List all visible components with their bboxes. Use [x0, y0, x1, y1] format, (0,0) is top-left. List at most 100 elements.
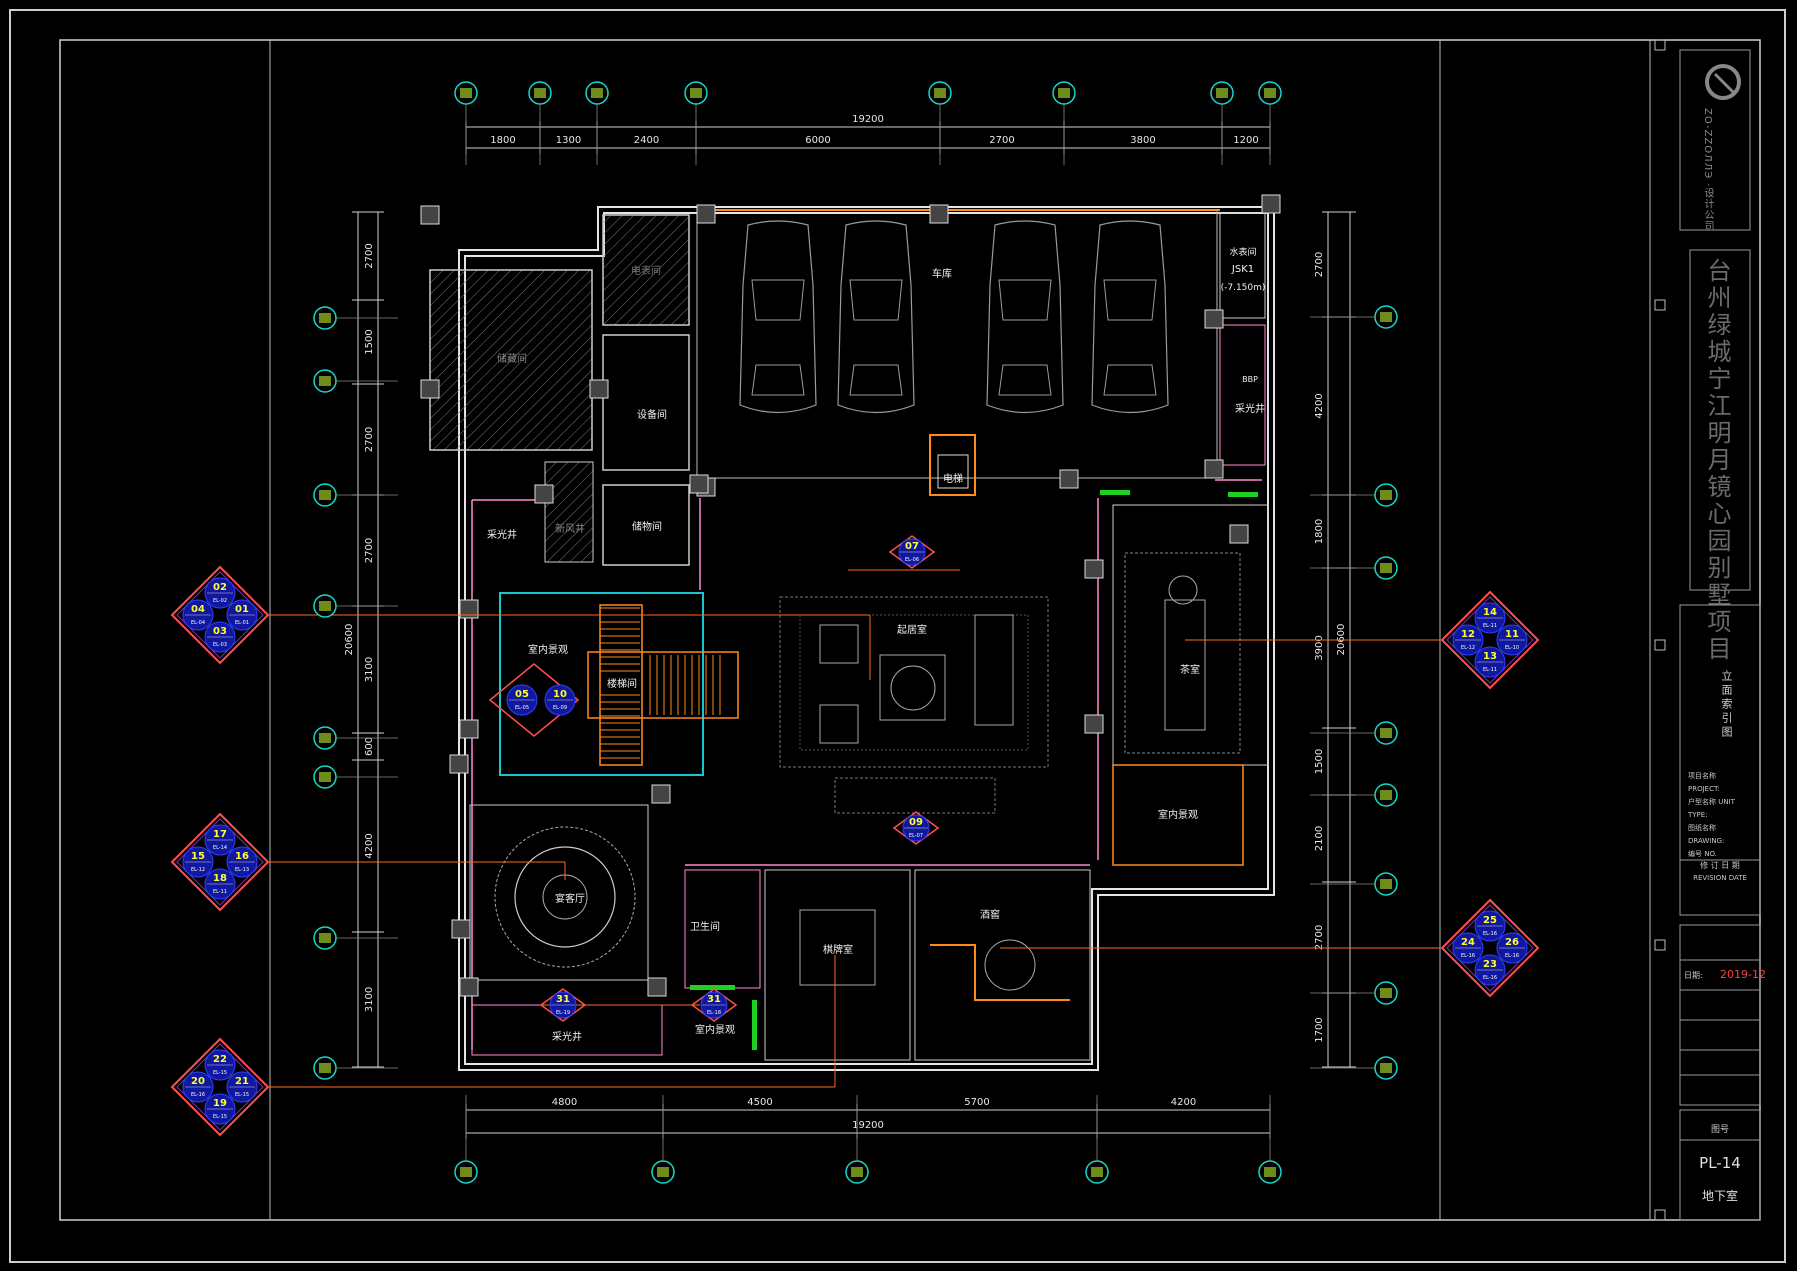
index-marker-left-1-border — [170, 565, 270, 665]
tb-label-2: 图纸名称 DRAWING: — [1688, 824, 1725, 845]
index-marker-left-2-code-top: EL-14 — [213, 845, 227, 851]
index-marker-right-1-num-right: 11 — [1505, 629, 1519, 640]
index-marker-right-2-inner — [1446, 904, 1534, 992]
car-rear-window — [751, 364, 805, 396]
grid-bubble-left-fill — [319, 772, 331, 782]
dim-right-label: 2700 — [1314, 925, 1325, 950]
guest-room-stair — [930, 944, 1070, 1001]
grid-bubble-left-fill — [319, 490, 331, 500]
logo-stroke — [1713, 72, 1735, 94]
grid-bubble-bottom-fill — [851, 1167, 863, 1177]
dim-left-label: 3100 — [364, 657, 375, 682]
column — [589, 379, 609, 399]
index-marker-left-2-num-top: 17 — [213, 829, 227, 840]
dim-top-label: 6000 — [805, 135, 830, 146]
index-marker-left-3-code-bottom: EL-15 — [213, 1114, 227, 1120]
parked-cars — [739, 220, 1169, 414]
banquet-table — [514, 846, 616, 948]
grid-bubble-right-fill — [1380, 490, 1392, 500]
index-marker-left-2-inner — [176, 818, 264, 906]
armchair-1 — [819, 624, 859, 664]
label-banquet-hall: 宴客厅 — [555, 892, 585, 905]
dim-top-label: 1300 — [556, 135, 581, 146]
label-tea-room: 茶室 — [1180, 663, 1200, 676]
grid-bubble-right-fill — [1380, 790, 1392, 800]
index-marker-right-1-num-bottom: 13 — [1483, 651, 1497, 662]
grid-bubble-top-fill — [460, 88, 472, 98]
dim-left-label: 3100 — [364, 987, 375, 1012]
dim-left-label: 1500 — [364, 329, 375, 354]
dim-right-label: 1700 — [1314, 1017, 1325, 1042]
stair-landing — [587, 651, 739, 719]
index-marker-left-3-num-right: 21 — [235, 1076, 249, 1087]
title-block — [1679, 49, 1761, 1221]
tea-room-outline — [1112, 504, 1269, 766]
label-electric-room: 电表间 — [631, 264, 661, 277]
right-skylight-outline — [1219, 324, 1266, 466]
grid-bubble-left-fill — [319, 376, 331, 386]
grid-bubble-top-fill — [934, 88, 946, 98]
label-water-room-code: JSK1 — [1231, 264, 1254, 275]
column — [1084, 714, 1104, 734]
car-outline — [739, 220, 817, 414]
index-marker-right-2-num-right: 26 — [1505, 937, 1519, 948]
index-marker-left-3-num-top: 22 — [213, 1054, 227, 1065]
title-block-text: 修 订 日 期 REVISION DATE 日期: 2019-12 图号 PL-… — [1684, 860, 1766, 1203]
index-marker-left-1-inner — [176, 571, 264, 659]
garage-zone — [696, 209, 1218, 479]
label-skylight-right: 采光井 — [1235, 402, 1265, 415]
stair-treads — [587, 604, 739, 766]
living-room-rug — [779, 596, 1049, 768]
index-marker-left-1-code-right: EL-01 — [235, 620, 249, 626]
column — [1059, 469, 1079, 489]
sofa — [974, 614, 1014, 726]
index-marker-left-2-num-bottom: 18 — [213, 873, 227, 884]
tb-project-name: 台州绿城宁江明月镜心园别墅项目 — [1703, 258, 1731, 663]
dim-top-label: 1800 — [490, 135, 515, 146]
tb-floor-name: 地下室 — [1702, 1188, 1738, 1203]
armchair-2 — [819, 704, 859, 744]
index-marker-left-1-num-top: 02 — [213, 582, 227, 593]
tb-drawing-no: PL-14 — [1699, 1154, 1741, 1172]
dim-left-total-label: 20600 — [344, 624, 355, 656]
tea-table — [1124, 552, 1241, 754]
index-marker-right-1-code-right: EL-10 — [1505, 645, 1519, 651]
grid-bubble-bottom-fill — [657, 1167, 669, 1177]
grid-bubble-bottom-fill — [460, 1167, 472, 1177]
index-marker-left-3-border — [170, 1037, 270, 1137]
dim-bottom-label: 4200 — [1171, 1097, 1196, 1108]
label-skylight-bottom: 采光井 — [552, 1030, 582, 1043]
index-marker-left-3-code-left: EL-16 — [191, 1092, 205, 1098]
dim-bottom-label: 4800 — [552, 1097, 577, 1108]
tea-table-inner — [1164, 599, 1206, 731]
index-marker-left-3-num-left: 20 — [191, 1076, 205, 1087]
dim-top-label: 1200 — [1233, 135, 1258, 146]
tb-drawing-no-label: 图号 — [1711, 1124, 1729, 1135]
column — [1229, 524, 1249, 544]
company-logo-icon — [1705, 64, 1741, 100]
label-living-room: 起居室 — [897, 623, 927, 636]
index-marker-right-1-inner — [1446, 596, 1534, 684]
index-marker-stair-num-right: 10 — [553, 689, 567, 700]
hatched-room — [429, 269, 593, 451]
room-labels: 车库 电表间 设备间 储物间 采光井 新风井 储藏间 电梯 起居室 楼梯间 室内… — [487, 246, 1265, 1043]
index-marker-right-1-code-bottom: EL-11 — [1483, 667, 1497, 673]
index-marker-07-num: 07 — [905, 541, 919, 552]
equipment-room-outline — [602, 334, 690, 471]
index-marker-stair-border — [488, 663, 580, 737]
dim-right-label: 2100 — [1314, 826, 1325, 851]
tb-revision-en: REVISION DATE — [1693, 874, 1747, 882]
index-marker-left-1-code-left: EL-04 — [191, 620, 205, 626]
index-marker-left-2-code-bottom: EL-11 — [213, 889, 227, 895]
index-marker-right-1-num-top: 14 — [1483, 607, 1497, 618]
storage-room-outline — [602, 484, 690, 566]
green-strip-tea-2 — [1228, 492, 1258, 497]
grid-bubble-top-fill — [1264, 88, 1276, 98]
dim-left-label: 4200 — [364, 833, 375, 858]
column — [1084, 559, 1104, 579]
index-marker-left-1-num-bottom: 03 — [213, 626, 227, 637]
car-windshield — [998, 279, 1052, 321]
index-marker-left-1-num-left: 04 — [191, 604, 205, 615]
label-storage: 储物间 — [632, 520, 662, 533]
indoor-scene-zone — [499, 592, 704, 776]
